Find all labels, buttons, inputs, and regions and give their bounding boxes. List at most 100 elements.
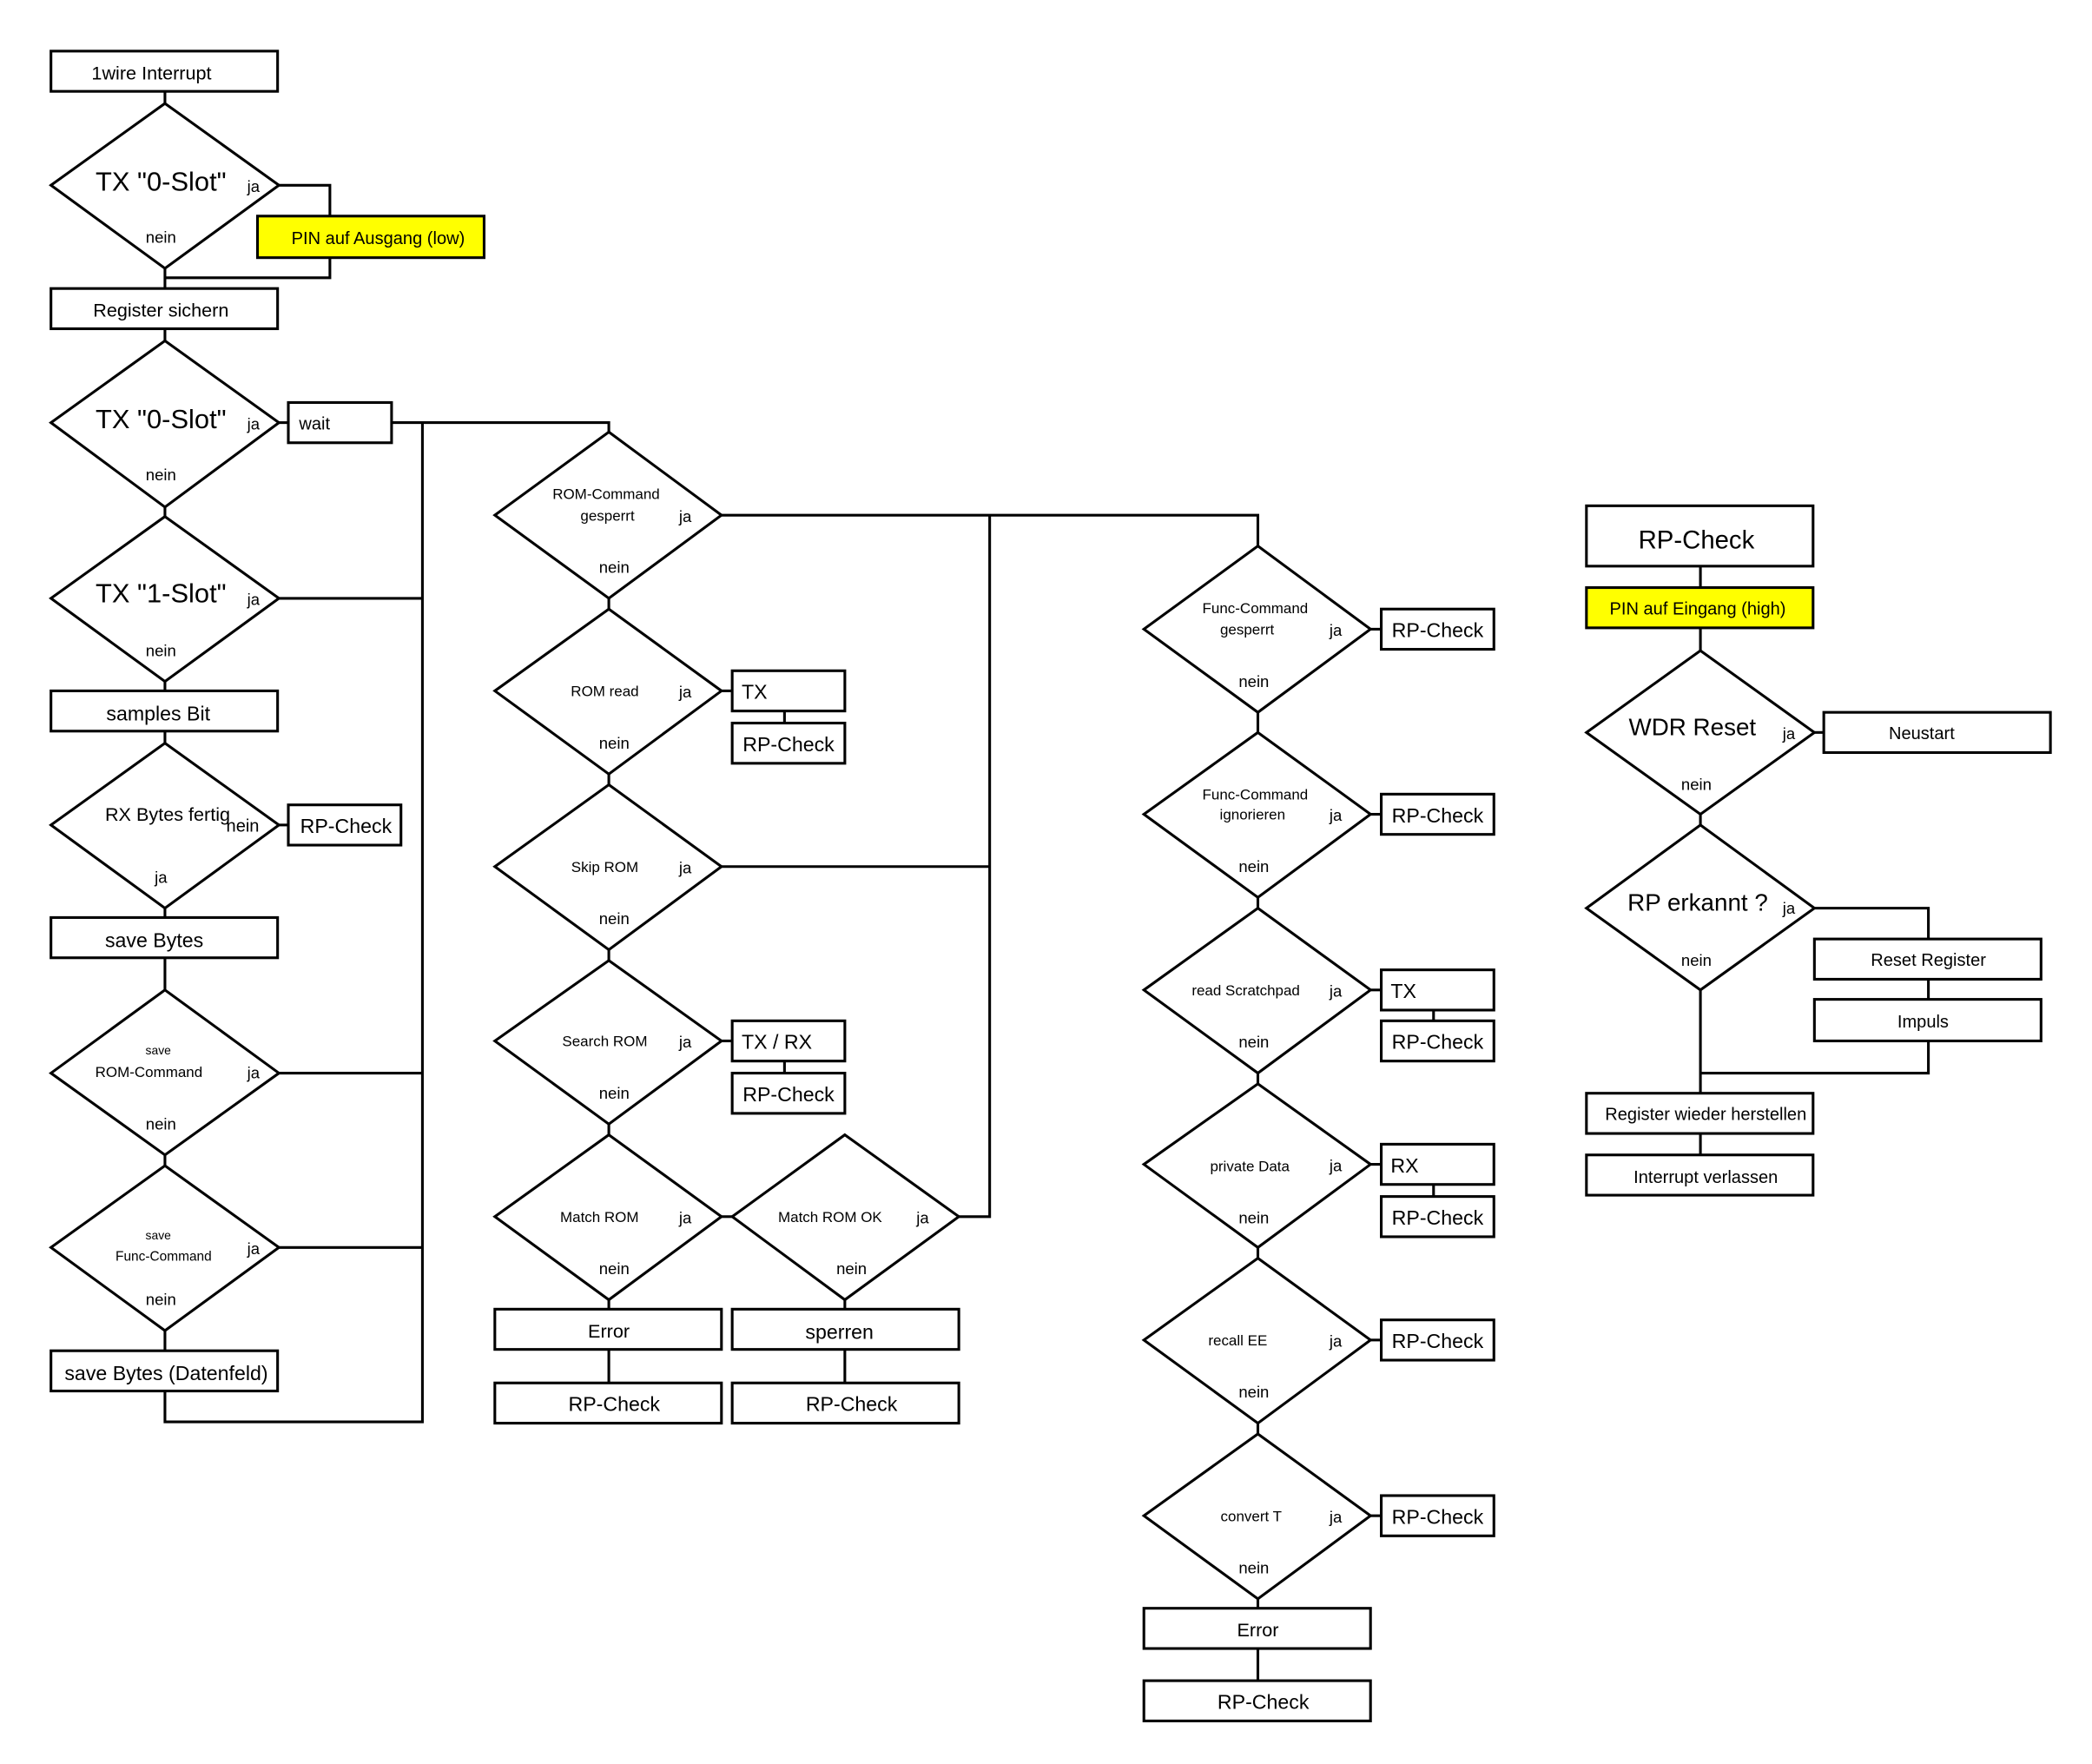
svg-text:Match ROM: Match ROM [560, 1209, 639, 1226]
svg-text:ja: ja [247, 177, 261, 195]
svg-text:RP-Check: RP-Check [300, 815, 393, 837]
svg-text:RP-Check: RP-Check [1392, 1505, 1484, 1528]
decision-match-rom-ok: Match ROM OK ja nein [729, 1133, 961, 1302]
svg-text:Neustart: Neustart [1889, 724, 1955, 743]
decision-rx-bytes-fertig: RX Bytes fertig nein ja [49, 741, 281, 910]
decision-skip-rom: Skip ROM ja nein [492, 783, 724, 952]
svg-text:nein: nein [1681, 951, 1712, 969]
svg-text:RX: RX [1390, 1154, 1418, 1177]
svg-text:nein: nein [1681, 776, 1712, 794]
decision-convert-t: convert T ja nein [1141, 1432, 1373, 1601]
svg-text:nein: nein [146, 1291, 176, 1309]
svg-text:wait: wait [298, 414, 330, 433]
svg-text:ja: ja [247, 1239, 261, 1258]
svg-text:Impuls: Impuls [1897, 1013, 1949, 1032]
start-box: 1wire Interrupt [49, 50, 280, 93]
svg-text:RX Bytes fertig: RX Bytes fertig [105, 803, 230, 825]
decision-wdr-reset: WDR Reset ja nein [1584, 649, 1817, 816]
decision-match-rom: Match ROM ja nein [492, 1133, 724, 1302]
svg-text:nein: nein [1238, 1559, 1269, 1577]
decision-read-scratchpad: read Scratchpad ja nein [1141, 906, 1373, 1075]
svg-text:save Bytes (Datenfeld): save Bytes (Datenfeld) [64, 1362, 267, 1384]
svg-text:private Data: private Data [1210, 1158, 1290, 1174]
rx-box-private-data: RX [1380, 1142, 1495, 1186]
svg-text:ROM-Command: ROM-Command [552, 486, 660, 503]
rp-check-box-sperren: RP-Check [730, 1381, 960, 1425]
decision-save-rom-command: save ROM-Command ja nein [49, 988, 281, 1157]
decision-tx-1-slot: TX "1-Slot" ja nein [49, 514, 281, 684]
svg-text:ja: ja [915, 1209, 929, 1227]
svg-text:RP erkannt ?: RP erkannt ? [1627, 889, 1768, 916]
svg-text:Match ROM OK: Match ROM OK [778, 1209, 882, 1226]
svg-text:RP-Check: RP-Check [1218, 1691, 1310, 1714]
svg-text:save: save [146, 1228, 172, 1242]
svg-text:ja: ja [154, 868, 168, 886]
svg-text:RP-Check: RP-Check [806, 1393, 898, 1416]
svg-text:RP-Check: RP-Check [568, 1393, 660, 1416]
svg-text:Register sichern: Register sichern [93, 300, 228, 321]
svg-text:ja: ja [247, 414, 261, 433]
svg-text:ja: ja [1329, 1508, 1343, 1526]
svg-text:ja: ja [1329, 1332, 1343, 1351]
decision-rp-erkannt: RP erkannt ? ja nein [1584, 823, 1817, 992]
rp-check-box-func-error: RP-Check [1142, 1679, 1372, 1722]
svg-text:sperren: sperren [805, 1320, 874, 1343]
decision-rom-command-gesperrt: ROM-Command gesperrt ja nein [492, 430, 724, 600]
svg-text:nein: nein [599, 734, 630, 752]
decision-search-rom: Search ROM ja nein [492, 958, 724, 1126]
svg-text:ignorieren: ignorieren [1220, 807, 1285, 823]
svg-text:ja: ja [1329, 806, 1343, 824]
register-save-box: Register sichern [49, 287, 280, 331]
svg-text:gesperrt: gesperrt [580, 507, 635, 524]
decision-func-command-ignorieren: Func-Command ignorieren ja nein [1141, 730, 1373, 900]
svg-text:nein: nein [146, 466, 176, 484]
svg-text:nein: nein [599, 558, 630, 577]
svg-text:RP-Check: RP-Check [742, 733, 835, 756]
svg-text:TX: TX [1390, 980, 1416, 1002]
svg-text:RP-Check: RP-Check [1392, 804, 1484, 827]
svg-text:TX: TX [742, 681, 768, 704]
svg-text:ja: ja [1329, 982, 1343, 1001]
svg-text:RP-Check: RP-Check [1392, 1206, 1484, 1229]
sperren-box: sperren [730, 1307, 960, 1351]
svg-text:WDR Reset: WDR Reset [1628, 713, 1756, 740]
svg-text:ja: ja [678, 1209, 692, 1227]
register-restore-box: Register wieder herstellen [1585, 1092, 1815, 1135]
decision-func-command-gesperrt: Func-Command gesperrt ja nein [1141, 544, 1373, 715]
svg-text:TX "0-Slot": TX "0-Slot" [96, 166, 227, 196]
svg-text:ja: ja [678, 683, 692, 701]
svg-text:nein: nein [227, 817, 260, 836]
svg-text:nein: nein [1238, 1033, 1269, 1051]
decision-private-data: private Data ja nein [1141, 1082, 1373, 1250]
connector-lines [163, 91, 1930, 1681]
neustart-box: Neustart [1822, 710, 2052, 755]
svg-text:nein: nein [836, 1259, 867, 1278]
svg-text:nein: nein [146, 641, 176, 659]
tx-box-read-scratchpad: TX [1380, 968, 1495, 1012]
column-function-commands: Func-Command gesperrt ja nein RP-Check F… [1141, 544, 1495, 1722]
svg-text:Error: Error [1237, 1619, 1278, 1641]
tx-rx-box: TX / RX [730, 1019, 847, 1063]
svg-text:recall EE: recall EE [1208, 1332, 1267, 1349]
svg-text:ja: ja [678, 1033, 692, 1051]
svg-text:1wire Interrupt: 1wire Interrupt [91, 62, 211, 83]
svg-text:nein: nein [1238, 1209, 1269, 1227]
decision-recall-ee: recall EE ja nein [1141, 1256, 1373, 1425]
save-bytes-box: save Bytes [49, 915, 280, 960]
svg-text:ROM-Command: ROM-Command [96, 1064, 203, 1080]
svg-text:RP-Check: RP-Check [742, 1083, 835, 1106]
svg-text:RP-Check: RP-Check [1392, 1031, 1484, 1054]
rp-check-box-error: RP-Check [493, 1381, 723, 1425]
tx-box-rom-read: TX [730, 669, 847, 713]
svg-text:nein: nein [1238, 672, 1269, 690]
svg-text:convert T: convert T [1221, 1508, 1282, 1524]
svg-text:Skip ROM: Skip ROM [571, 859, 638, 875]
svg-text:ja: ja [1782, 724, 1796, 743]
svg-text:ja: ja [1329, 621, 1343, 639]
svg-text:TX "0-Slot": TX "0-Slot" [96, 404, 227, 434]
svg-text:nein: nein [146, 228, 176, 247]
pin-output-low-box: PIN auf Ausgang (low) [255, 215, 486, 260]
pin-input-high-box: PIN auf Eingang (high) [1585, 585, 1815, 630]
rp-check-box-recall-ee: RP-Check [1380, 1318, 1495, 1362]
